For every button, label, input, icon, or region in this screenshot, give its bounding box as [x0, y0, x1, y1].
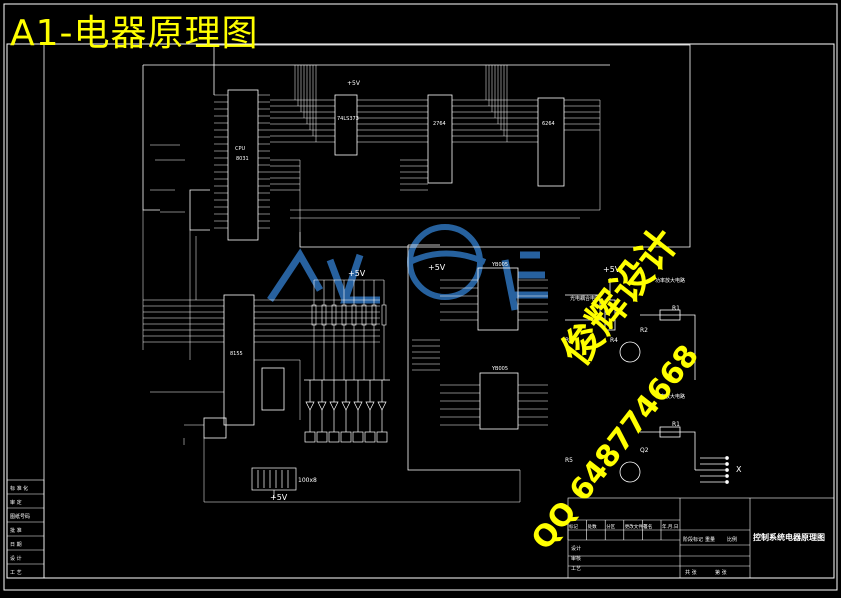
left-column-cell: 审 定	[10, 499, 22, 506]
vcc-bottom-label: +5V	[270, 493, 288, 502]
driver-chips	[407, 244, 520, 471]
output-terminal	[725, 456, 729, 460]
seven-segment-digit	[304, 431, 316, 443]
output-terminal	[725, 474, 729, 478]
r1a-label: R1	[672, 305, 680, 312]
output-terminals	[700, 456, 729, 484]
resnet-label: 100x8	[298, 477, 317, 484]
output-terminal	[725, 468, 729, 472]
title-block-head-cell: 签名	[643, 523, 652, 530]
seven-segment-digit	[328, 431, 340, 443]
left-column-cell: 工 艺	[10, 570, 22, 576]
r5a-label: R5	[565, 337, 573, 344]
driver2-label: YB005	[491, 366, 508, 372]
inner-border	[43, 43, 835, 579]
power-stage	[565, 278, 700, 483]
vcc-right-label: +5V	[603, 265, 621, 274]
left-column-cell: 标 准 化	[10, 485, 28, 492]
left-column-cell: 图纸号码	[10, 513, 30, 520]
logo-watermark	[267, 224, 548, 311]
x-output-label: X	[736, 465, 742, 474]
power-amp-label-2: 功率放大电路	[655, 393, 685, 400]
seven-segment-digit	[376, 431, 388, 443]
driver-triangle	[317, 401, 327, 411]
left-title-column	[6, 479, 45, 579]
sheet-title: A1-电器原理图	[10, 13, 259, 54]
power-amp-label: 功率放大电路	[655, 277, 685, 284]
resnet	[251, 467, 297, 498]
driver-triangle	[353, 401, 363, 411]
ram-label: 6264	[542, 121, 555, 127]
vcc-mid1-label: +5V	[348, 269, 366, 278]
title-block-head-cell: 处数	[588, 523, 597, 530]
title-block-row-label: 审核	[571, 555, 581, 562]
cpu-chip	[214, 89, 270, 241]
cpu-label: CPU	[235, 146, 246, 152]
top-bus	[142, 44, 691, 248]
r2-label: R2	[640, 327, 648, 334]
eprom-chip	[427, 94, 453, 184]
ram-chip	[537, 97, 565, 187]
title-block-stage-cell: 重量	[705, 536, 715, 543]
r1b-label: R1	[672, 421, 680, 428]
title-block-head-cell: 年.月.日	[662, 523, 678, 530]
output-terminal	[725, 480, 729, 484]
pullup-resistor	[341, 304, 347, 326]
latch-chip	[334, 94, 358, 156]
latch-label: 74LS373	[337, 116, 359, 122]
vcc-top-label: +5V	[347, 80, 361, 87]
pullup-resistor	[351, 304, 357, 326]
title-block-stage-cell: 比例	[727, 536, 737, 543]
driver-triangle	[341, 401, 351, 411]
seven-segment-digit	[340, 431, 352, 443]
left-column-cell: 日 期	[10, 542, 22, 548]
title-block-row-label: 设计	[571, 545, 581, 552]
seven-segment-digit	[316, 431, 328, 443]
resistor-array	[311, 279, 387, 380]
title-block-row-label: 工艺	[571, 566, 581, 572]
seven-segment-digit	[352, 431, 364, 443]
outer-border	[3, 3, 838, 591]
driver1-label: YB005	[491, 262, 508, 268]
pullup-resistor	[361, 304, 367, 326]
left-column-cell: 设 计	[10, 555, 22, 562]
driver-triangle	[377, 401, 387, 411]
pullup-resistor	[311, 304, 317, 326]
r5b-label: R5	[565, 457, 573, 464]
left-column-cell: 批 准	[10, 527, 22, 534]
pullup-resistor	[371, 304, 377, 326]
pullup-resistor	[321, 304, 327, 326]
eprom-label: 2764	[433, 121, 446, 127]
seven-segment-display	[304, 379, 390, 443]
output-terminal	[725, 462, 729, 466]
bus-wiring	[142, 65, 601, 503]
r4-label: R4	[610, 337, 618, 344]
title-block-head-cell: 更改文件号	[625, 523, 648, 530]
title-block	[567, 497, 835, 579]
title-block-text: 标记 处数 分区 更改文件号签名 年.月.日设计审核工艺 阶段标记重量 比例共 张 第 张	[569, 523, 737, 576]
q2-label: Q2	[640, 447, 649, 454]
pullup-resistor	[331, 304, 337, 326]
driver-triangle	[305, 401, 315, 411]
driver-triangle	[329, 401, 339, 411]
title-block-stage-cell: 阶段标记	[683, 536, 703, 543]
drawing-name: 控制系统电器原理图	[753, 532, 825, 542]
cpu-chip-label: 8031	[236, 156, 249, 162]
title-block-sheet-cell: 共 张	[685, 569, 697, 576]
seven-segment-digit	[364, 431, 376, 443]
title-block-head-cell: 分区	[606, 523, 615, 530]
title-block-head-cell: 标记	[569, 523, 578, 530]
driver-triangle	[365, 401, 375, 411]
io-chip	[203, 294, 285, 439]
pullup-resistor	[381, 304, 387, 326]
title-block-sheet-cell: 第 张	[715, 569, 727, 576]
io-label: 8155	[230, 351, 243, 357]
optocoupler-label: 光电耦合电路	[570, 295, 600, 302]
vcc-mid2-label: +5V	[428, 263, 446, 272]
